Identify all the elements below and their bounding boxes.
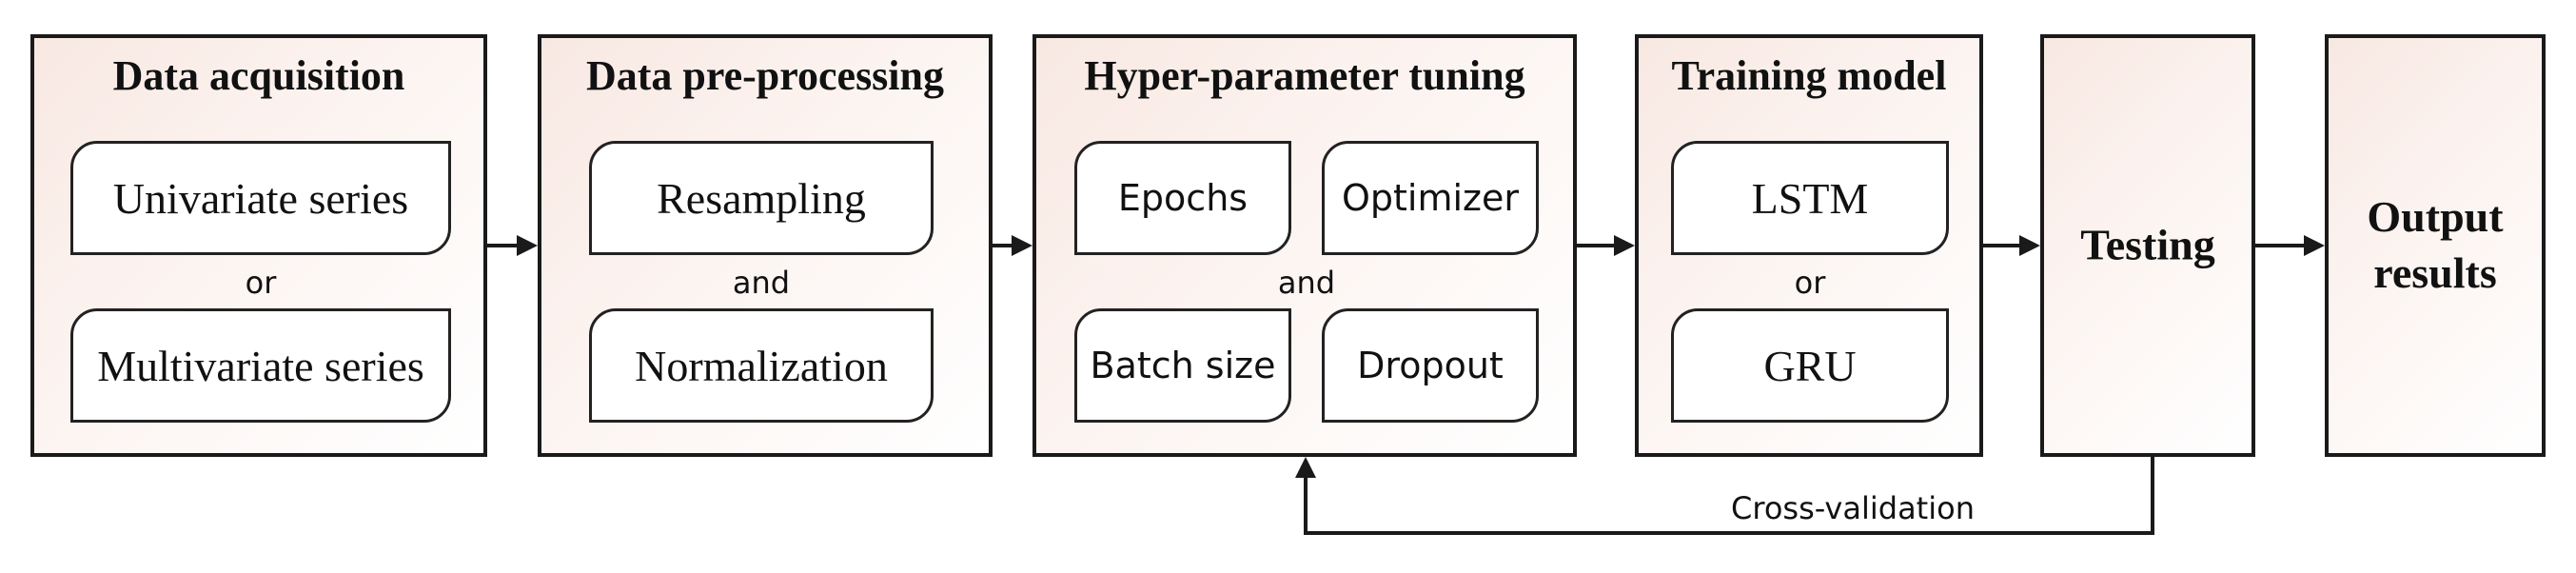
connector-or: or — [245, 265, 277, 301]
stage-title: Hyper-parameter tuning — [1084, 52, 1525, 99]
option-normalization: Normalization — [589, 308, 934, 423]
stage-title: Data pre-processing — [585, 52, 945, 99]
option-univariate: Univariate series — [70, 141, 451, 255]
stage-data-preprocessing: Data pre-processing Resampling and Norma… — [538, 34, 993, 457]
stage-title: Output results — [2329, 189, 2542, 302]
stage-training-model: Training model LSTM or GRU — [1635, 34, 1983, 457]
arrowhead — [1614, 235, 1635, 256]
output-title-line2: results — [2373, 248, 2497, 297]
stage-hyperparameter-tuning: Hyper-parameter tuning Epochs Optimizer … — [1032, 34, 1577, 457]
cross-validation-label: Cross-validation — [1731, 490, 1975, 526]
arrowhead — [2304, 235, 2325, 256]
param-dropout: Dropout — [1322, 308, 1539, 423]
stage-testing: Testing — [2040, 34, 2255, 457]
output-title-line1: Output — [2367, 192, 2504, 242]
cross-validation-feedback-line — [1304, 457, 2154, 535]
connector-and: and — [732, 265, 791, 301]
option-lstm: LSTM — [1671, 141, 1949, 255]
stage-title: Training model — [1671, 52, 1947, 99]
connector-and: and — [1277, 265, 1336, 301]
arrowhead — [1295, 457, 1316, 478]
arrowhead — [1012, 235, 1032, 256]
stage-output-results: Output results — [2325, 34, 2546, 457]
stage-title: Testing — [2080, 220, 2215, 269]
connector-or: or — [1794, 265, 1826, 301]
option-gru: GRU — [1671, 308, 1949, 423]
option-resampling: Resampling — [589, 141, 934, 255]
stage-data-acquisition: Data acquisition Univariate series or Mu… — [30, 34, 487, 457]
stage-title: Data acquisition — [112, 52, 405, 99]
arrowhead — [2019, 235, 2040, 256]
arrowhead — [517, 235, 538, 256]
param-batch-size: Batch size — [1074, 308, 1291, 423]
param-epochs: Epochs — [1074, 141, 1291, 255]
option-multivariate: Multivariate series — [70, 308, 451, 423]
param-optimizer: Optimizer — [1322, 141, 1539, 255]
